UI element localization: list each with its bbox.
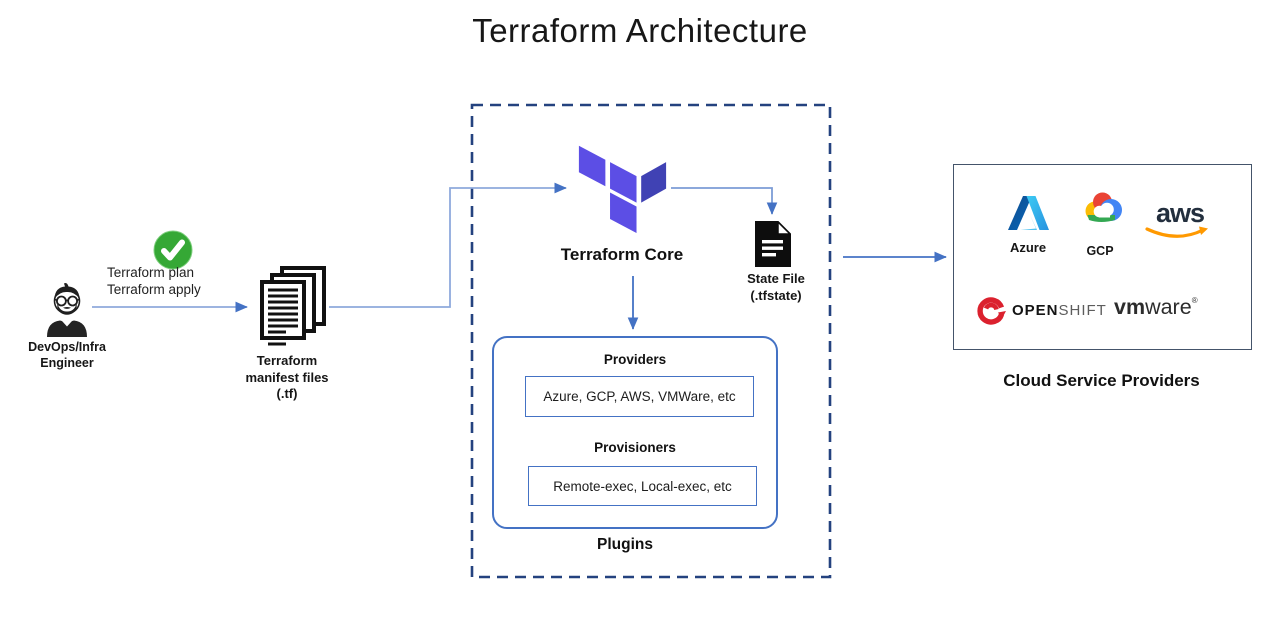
vmware-word-bold: vm bbox=[1114, 295, 1146, 319]
provisioners-list: Remote-exec, Local-exec, etc bbox=[553, 478, 732, 494]
manifest-label-line1: Terraform bbox=[256, 353, 318, 368]
engineer-label: DevOps/Infra Engineer bbox=[12, 340, 122, 371]
vmware-registered-mark: ® bbox=[1191, 296, 1198, 305]
state-file-label-line2: (.tfstate) bbox=[750, 288, 802, 303]
document-stack-icon bbox=[260, 266, 326, 346]
vmware-word-light: ware bbox=[1145, 295, 1192, 319]
providers-list-box: Azure, GCP, AWS, VMWare, etc bbox=[525, 376, 754, 417]
green-check-icon bbox=[153, 230, 193, 270]
cloud-providers-box: Azure GCP aws OPENSHIFT vmware® bbox=[953, 164, 1252, 350]
providers-list: Azure, GCP, AWS, VMWare, etc bbox=[543, 389, 736, 404]
state-file-icon bbox=[755, 221, 791, 267]
openshift-logo-icon bbox=[977, 297, 1006, 325]
terraform-logo-icon bbox=[578, 145, 667, 233]
azure-label: Azure bbox=[1009, 240, 1047, 255]
plugins-box: Providers Azure, GCP, AWS, VMWare, etc P… bbox=[492, 336, 778, 529]
engineer-label-line2: Engineer bbox=[40, 355, 94, 370]
terraform-core-label: Terraform Core bbox=[560, 245, 684, 264]
connector-manifest-to-core bbox=[329, 182, 567, 308]
vmware-wordmark: vmware® bbox=[1114, 295, 1198, 320]
provisioners-heading: Provisioners bbox=[594, 440, 676, 455]
manifest-label: Terraform manifest files (.tf) bbox=[228, 353, 346, 403]
aws-logo-icon: aws bbox=[1144, 198, 1216, 242]
cloud-providers-label: Cloud Service Providers bbox=[1003, 371, 1200, 390]
openshift-word-light: SHIFT bbox=[1058, 302, 1107, 319]
openshift-wordmark: OPENSHIFT bbox=[1012, 302, 1107, 319]
manifest-label-line3: (.tf) bbox=[276, 386, 298, 401]
openshift-word-bold: OPEN bbox=[1012, 302, 1059, 319]
provisioners-list-box: Remote-exec, Local-exec, etc bbox=[528, 466, 757, 506]
azure-logo-icon bbox=[1008, 196, 1049, 230]
engineer-label-line1: DevOps/Infra bbox=[28, 340, 106, 354]
engineer-avatar-icon bbox=[47, 282, 87, 337]
aws-smile-icon bbox=[1145, 226, 1208, 238]
aws-wordmark: aws bbox=[1155, 198, 1205, 228]
gcp-label: GCP bbox=[1086, 244, 1114, 258]
plugins-label: Plugins bbox=[597, 536, 653, 553]
connector-core-to-statefile bbox=[671, 187, 778, 215]
command-plan: Terraform plan bbox=[107, 265, 195, 280]
terraform-commands: Terraform plan Terraform apply bbox=[107, 264, 201, 298]
manifest-label-line2: manifest files bbox=[245, 369, 329, 385]
gcp-logo-icon bbox=[1085, 192, 1122, 222]
state-file-label: State File (.tfstate) bbox=[734, 270, 818, 304]
state-file-label-line1: State File bbox=[747, 271, 805, 286]
providers-heading: Providers bbox=[603, 352, 667, 367]
command-apply: Terraform apply bbox=[107, 282, 201, 297]
diagram-title: Terraform Architecture bbox=[472, 12, 808, 49]
